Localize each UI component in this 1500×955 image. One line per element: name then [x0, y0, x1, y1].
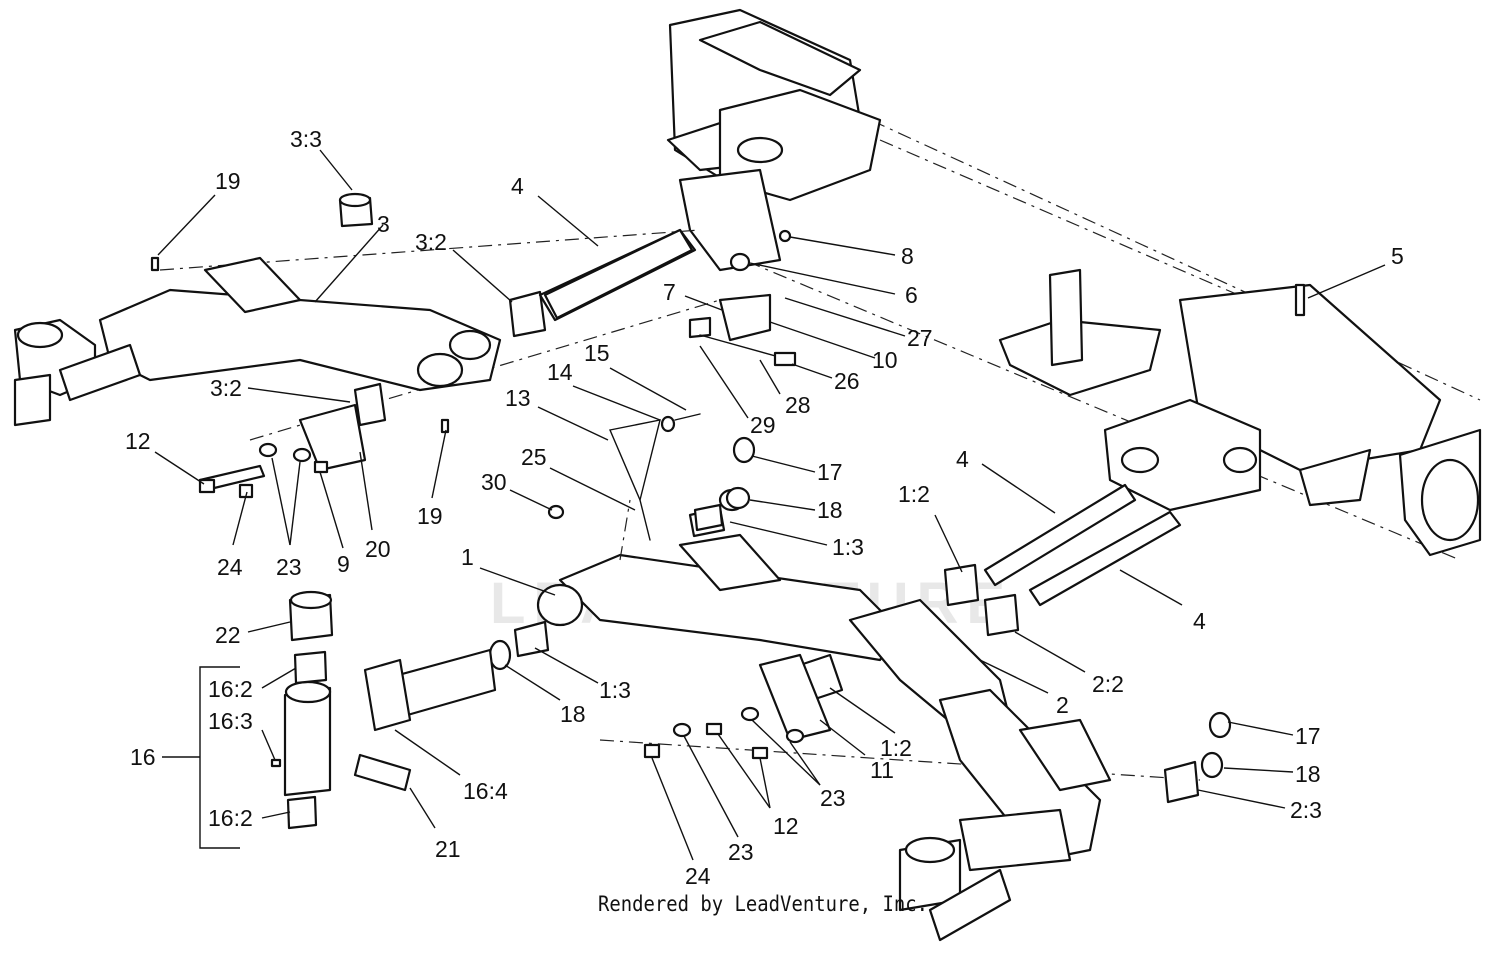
callout-20: 20 — [365, 536, 391, 562]
callout-23-lower: 23 — [728, 839, 754, 865]
center-arm-assembly — [283, 488, 902, 830]
callout-19: 19 — [215, 168, 241, 194]
leader-lines — [154, 149, 1386, 861]
chassis-frame — [666, 8, 1482, 561]
callout-24-lower: 24 — [685, 863, 711, 889]
callout-16: 16 — [130, 744, 156, 770]
callout-1-2: 1:2 — [898, 481, 930, 507]
callout-labels: 3:3 19 3 4 3:2 8 6 5 7 27 10 26 28 29 15… — [125, 126, 1404, 889]
callout-14: 14 — [547, 359, 573, 385]
callout-16-4: 16:4 — [463, 778, 508, 804]
callout-4-mid: 4 — [956, 446, 969, 472]
callout-2-2: 2:2 — [1092, 671, 1124, 697]
callout-28: 28 — [785, 392, 811, 418]
callout-16-2: 16:2 — [208, 676, 253, 702]
callout-16-3: 16:3 — [208, 708, 253, 734]
callout-23: 23 — [276, 554, 302, 580]
callout-22: 22 — [215, 622, 241, 648]
small-parts — [150, 256, 805, 768]
left-arm-assembly — [13, 192, 721, 492]
callout-2: 2 — [1056, 692, 1069, 718]
callout-29: 29 — [750, 412, 776, 438]
callout-17-right: 17 — [1295, 723, 1321, 749]
callout-3: 3 — [377, 211, 390, 237]
callout-1: 1 — [461, 544, 474, 570]
callout-4-right: 4 — [1193, 608, 1206, 634]
callout-24: 24 — [217, 554, 243, 580]
callout-1-2-lower: 1:2 — [880, 735, 912, 761]
callout-21: 21 — [435, 836, 461, 862]
callout-30: 30 — [481, 469, 507, 495]
callout-26: 26 — [834, 368, 860, 394]
callout-12-lower: 12 — [773, 813, 799, 839]
callout-11: 11 — [870, 757, 894, 783]
callout-10: 10 — [872, 347, 898, 373]
callout-2-3: 2:3 — [1290, 797, 1322, 823]
callout-27: 27 — [907, 325, 933, 351]
callout-18-left: 18 — [560, 701, 586, 727]
callout-3-2-lower: 3:2 — [210, 375, 242, 401]
callout-7: 7 — [663, 279, 676, 305]
callout-19-lower: 19 — [417, 503, 443, 529]
callout-1-3: 1:3 — [832, 534, 864, 560]
callout-15: 15 — [584, 340, 610, 366]
callout-13: 13 — [505, 385, 531, 411]
callout-9: 9 — [337, 551, 350, 577]
callout-8: 8 — [901, 243, 914, 269]
callout-6: 6 — [905, 282, 918, 308]
callout-23-right: 23 — [820, 785, 846, 811]
callout-12: 12 — [125, 428, 151, 454]
pins-and-bushings — [543, 228, 1182, 637]
callout-5: 5 — [1391, 243, 1404, 269]
callout-25: 25 — [521, 444, 547, 470]
callout-18-right: 18 — [1295, 761, 1321, 787]
callout-3-3: 3:3 — [290, 126, 322, 152]
callout-17: 17 — [817, 459, 843, 485]
callout-3-2: 3:2 — [415, 229, 447, 255]
callout-4: 4 — [511, 173, 524, 199]
callout-16-2-lower: 16:2 — [208, 805, 253, 831]
footer-credit: Rendered by LeadVenture, Inc. — [598, 892, 928, 916]
callout-1-3-lower: 1:3 — [599, 677, 631, 703]
right-arm-assembly — [599, 598, 1232, 942]
callout-18: 18 — [817, 497, 843, 523]
